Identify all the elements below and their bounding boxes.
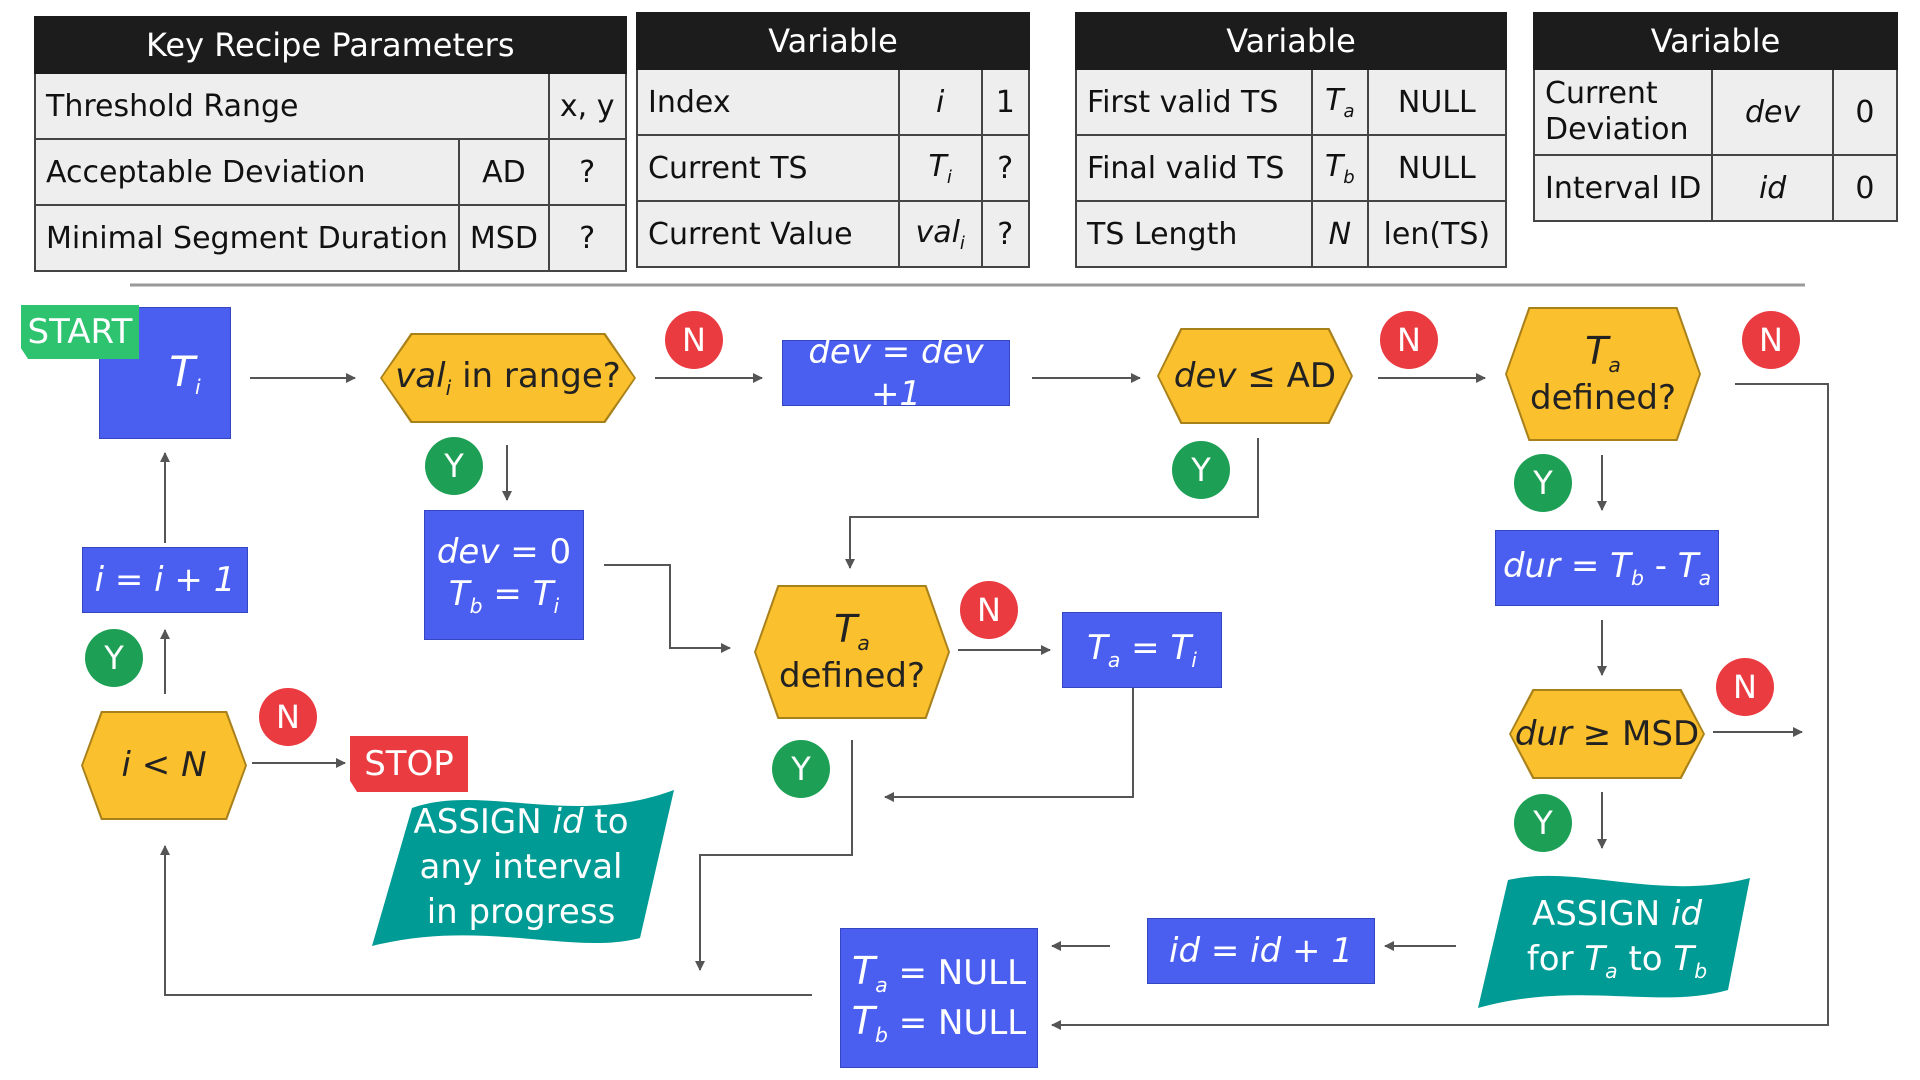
table-header: Key Recipe Parameters: [34, 16, 627, 74]
var-value: 1: [980, 68, 1030, 136]
decision-val-in-range: vali in range?: [382, 335, 634, 421]
table-row: Minimal Segment Duration MSD ?: [34, 204, 627, 272]
param-name: Acceptable Deviation: [34, 138, 460, 206]
table-row: Current Deviation dev 0: [1532, 68, 1899, 156]
table-row: Threshold Range x, y: [34, 72, 627, 140]
table-row: Current Value vali ?: [636, 200, 1030, 268]
decision-dev-le-ad: dev ≤ AD: [1159, 330, 1351, 422]
param-symbol: AD: [457, 138, 550, 206]
var-name: First valid TS: [1075, 68, 1313, 136]
key-recipe-parameters-table: Key Recipe Parameters Threshold Range x,…: [34, 16, 627, 272]
table-row: TS Length N len(TS): [1075, 200, 1508, 268]
var-name: Current Value: [636, 200, 900, 268]
table-row: Index i 1: [636, 68, 1030, 136]
variables-table-2: Variable First valid TS Ta NULL Final va…: [1075, 12, 1508, 268]
yes-marker-ta-defined-mid: Y: [772, 740, 830, 798]
yes-marker-dur: Y: [1514, 794, 1572, 852]
arrow-tadef-yes: [695, 740, 853, 971]
arrow-devreset-to-tadef: [604, 564, 731, 653]
decision-dur-ge-msd: dur ≥ MSD: [1511, 691, 1703, 777]
no-marker-dev-ad: N: [1380, 311, 1438, 369]
var-symbol: Ti: [897, 134, 983, 202]
no-marker-range: N: [665, 311, 723, 369]
var-symbol: Tb: [1311, 134, 1369, 202]
yes-marker-range: Y: [425, 437, 483, 495]
table-header: Variable: [1075, 12, 1507, 70]
yes-marker-ta-defined-top: Y: [1514, 454, 1572, 512]
var-value: NULL: [1366, 68, 1508, 136]
decision-i-less-n: i < N: [83, 713, 245, 818]
param-value: ?: [547, 204, 627, 272]
var-value: ?: [980, 200, 1030, 268]
param-value: ?: [547, 138, 627, 206]
var-value: 0: [1831, 68, 1899, 156]
var-name: Interval ID: [1532, 154, 1714, 222]
decision-ta-defined-mid: Ta defined?: [756, 587, 948, 717]
output-assign-id-interval-text: ASSIGN id for Ta to Tb: [1526, 894, 1708, 983]
table-row: Current TS Ti ?: [636, 134, 1030, 202]
no-marker-ta-defined-mid: N: [960, 581, 1018, 639]
arrow-devad-yes: [845, 438, 1259, 569]
output-assign-in-progress-text: ASSIGN id to any interval in progress: [413, 802, 629, 932]
var-symbol: vali: [897, 200, 983, 268]
param-symbol: MSD: [457, 204, 550, 272]
no-marker-dur: N: [1716, 658, 1774, 716]
table-header: Variable: [636, 12, 1030, 70]
node-ta-assign: Ta = Ti: [1062, 612, 1222, 688]
yes-marker-dev-ad: Y: [1172, 441, 1230, 499]
var-value: NULL: [1366, 134, 1508, 202]
param-value: x, y: [547, 72, 627, 140]
var-value: len(TS): [1366, 200, 1508, 268]
table-row: Interval ID id 0: [1532, 154, 1899, 222]
variables-table-1: Variable Index i 1 Current TS Ti ? Curre…: [636, 12, 1030, 268]
var-value: 0: [1831, 154, 1899, 222]
var-symbol: N: [1311, 200, 1369, 268]
var-name: Current Deviation: [1532, 68, 1714, 156]
node-dev-increment: dev = dev +1: [782, 332, 1010, 414]
node-dev-reset-tb: dev = 0 Tb = Ti: [424, 510, 584, 640]
variables-table-3: Variable Current Deviation dev 0 Interva…: [1532, 12, 1899, 222]
var-value: ?: [980, 134, 1030, 202]
arrow-reset-to-icond: [160, 845, 812, 996]
var-symbol: dev: [1711, 68, 1834, 156]
table-row: First valid TS Ta NULL: [1075, 68, 1508, 136]
node-id-increment: id = id + 1: [1147, 918, 1375, 984]
node-duration: dur = Tb - Ta: [1495, 530, 1719, 606]
start-label: START: [21, 305, 139, 359]
var-name: Final valid TS: [1075, 134, 1313, 202]
param-name: Minimal Segment Duration: [34, 204, 460, 272]
node-reset-ta-tb: Ta = NULL Tb = NULL: [840, 928, 1038, 1068]
var-name: TS Length: [1075, 200, 1313, 268]
node-increment-index: i = i + 1: [82, 547, 248, 613]
table-row: Final valid TS Tb NULL: [1075, 134, 1508, 202]
no-marker-ta-defined-top: N: [1742, 311, 1800, 369]
node-current-ts: Ti: [99, 307, 231, 439]
var-symbol: i: [897, 68, 983, 136]
table-row: Acceptable Deviation AD ?: [34, 138, 627, 206]
var-name: Index: [636, 68, 900, 136]
table-header: Variable: [1533, 12, 1898, 70]
decision-ta-defined-top: Ta defined?: [1507, 309, 1699, 439]
no-marker-i-less-n: N: [259, 688, 317, 746]
var-name: Current TS: [636, 134, 900, 202]
var-symbol: id: [1711, 154, 1834, 222]
stop-label: STOP: [350, 736, 468, 792]
param-name: Threshold Range: [34, 72, 550, 140]
arrow-taassign-back: [884, 685, 1134, 802]
output-assign-in-progress: [372, 790, 674, 946]
yes-marker-i-less-n: Y: [85, 629, 143, 687]
output-assign-id-interval: [1478, 875, 1750, 1008]
arrow-tadef2-no-loop: [1051, 383, 1829, 1030]
var-symbol: Ta: [1311, 68, 1369, 136]
